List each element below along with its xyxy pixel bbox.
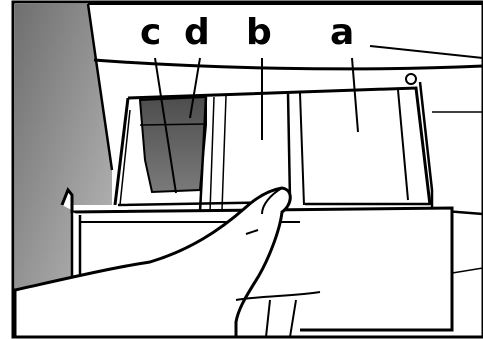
label-d: d [184, 12, 210, 53]
compartment-c-wall [119, 109, 131, 206]
drawer-back-edge [127, 86, 432, 206]
drawer-left-edge [113, 97, 130, 206]
divider-a-right [397, 89, 409, 201]
label-a: a [330, 12, 354, 53]
compartment-d-rim [139, 123, 207, 126]
label-c: c [140, 12, 161, 53]
label-b: b [246, 12, 272, 53]
thumbnail-line [261, 187, 283, 215]
lock-hole [405, 73, 417, 85]
panel-lower-edge [93, 58, 483, 71]
panel-crease-line [369, 45, 483, 59]
divider-b-a-inner [299, 92, 305, 206]
divider-b-a [286, 92, 292, 201]
leader-a [351, 57, 359, 133]
left-wall-shadow [15, 4, 112, 290]
recess-right-edge [418, 81, 483, 216]
divider-b-left [221, 95, 227, 211]
divider-c-b-inner [209, 96, 215, 213]
divider-c-b [198, 96, 208, 213]
knuckle-crease [245, 229, 259, 235]
leader-c [154, 57, 177, 194]
leader-d [189, 57, 201, 119]
fingers-edge [235, 291, 321, 301]
finger-lines [265, 299, 297, 338]
